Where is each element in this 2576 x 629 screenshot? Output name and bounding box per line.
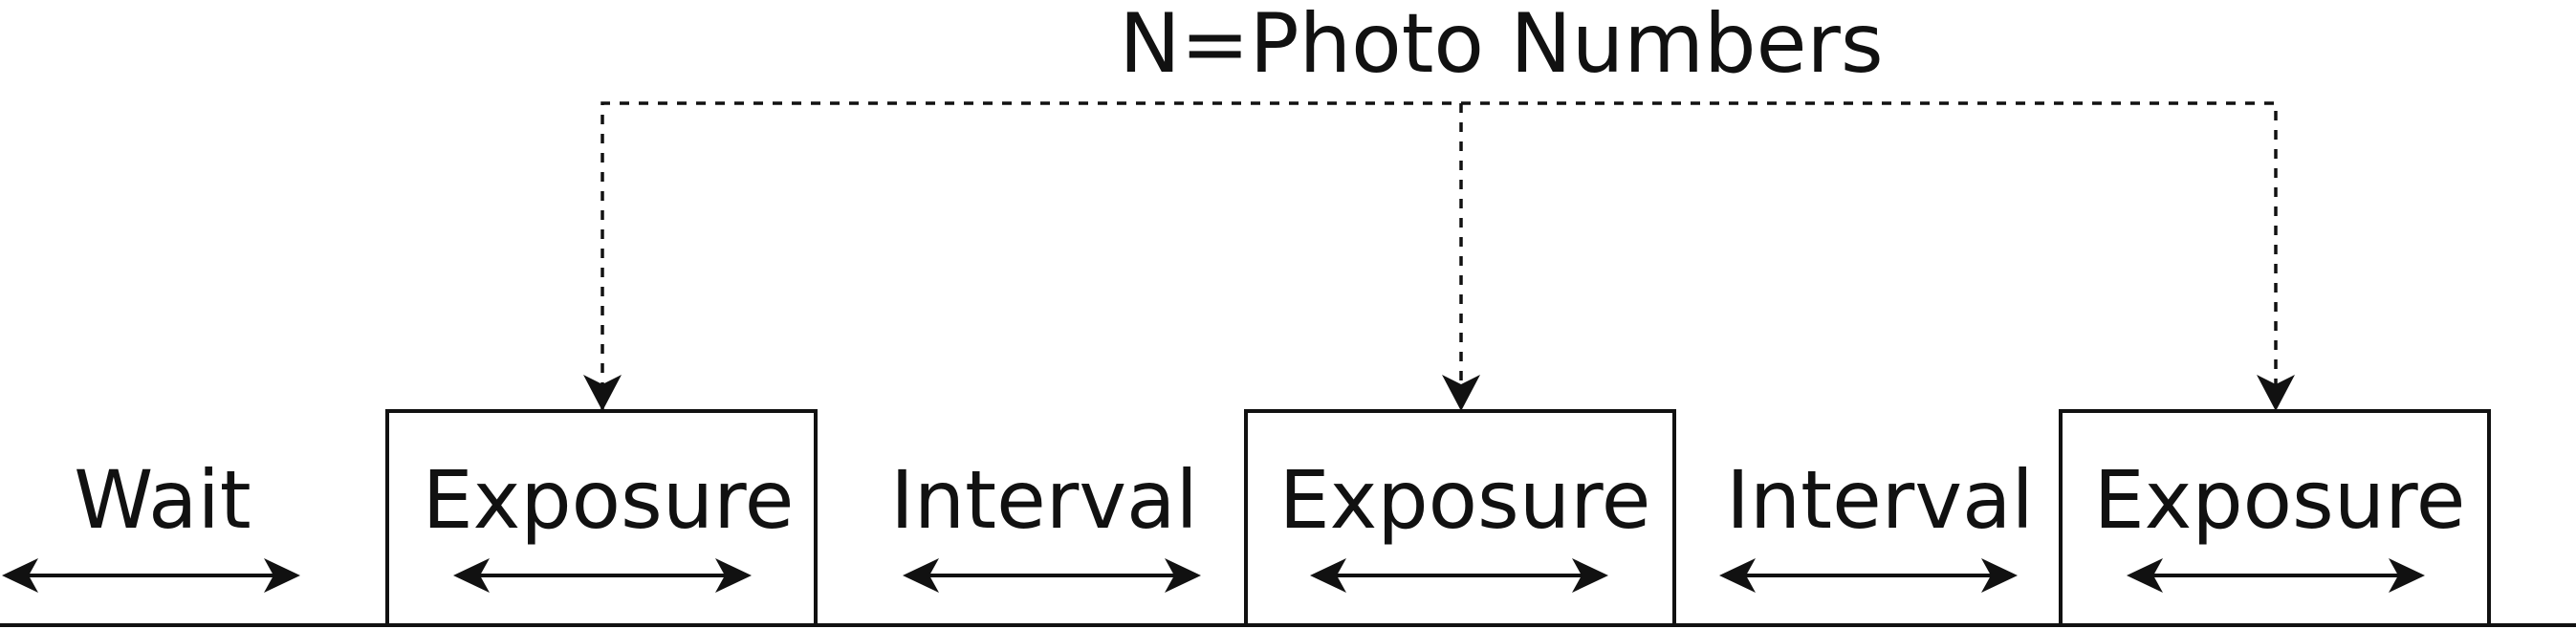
- segment-label-wait: Wait: [74, 453, 251, 547]
- arrowhead-exposure-1-left: [453, 558, 490, 593]
- dashed-arrowhead-3: [2257, 375, 2295, 411]
- segment-label-interval-2: Interval: [1726, 453, 2034, 547]
- arrowhead-exposure-3-right: [2389, 558, 2425, 593]
- segment-label-exposure-3: Exposure: [2094, 453, 2466, 547]
- duration-arrow-exposure-3: [2127, 558, 2425, 593]
- arrowhead-interval-1-right: [1165, 558, 1201, 593]
- duration-arrow-wait: [2, 558, 300, 593]
- exposure-box-1: [385, 409, 818, 627]
- duration-arrow-interval-2: [1719, 558, 2018, 593]
- duration-arrow-exposure-1: [453, 558, 752, 593]
- exposure-box-3: [2059, 409, 2491, 627]
- arrowhead-interval-1-left: [903, 558, 939, 593]
- duration-arrow-exposure-2: [1310, 558, 1608, 593]
- arrowhead-wait-left: [2, 558, 38, 593]
- arrowhead-exposure-1-right: [715, 558, 752, 593]
- segment-label-exposure-2: Exposure: [1279, 453, 1651, 547]
- segment-label-interval-1: Interval: [890, 453, 1198, 547]
- dashed-bracket-top: [600, 101, 2278, 411]
- segment-label-exposure-1: Exposure: [423, 453, 795, 547]
- arrowhead-exposure-2-right: [1572, 558, 1608, 593]
- arrowhead-wait-right: [264, 558, 300, 593]
- dashed-arrowhead-2: [1442, 375, 1480, 411]
- diagram-title: N=Photo Numbers: [1119, 0, 1883, 92]
- dashed-arrowhead-1: [583, 375, 622, 411]
- arrowhead-exposure-3-left: [2127, 558, 2163, 593]
- dashed-connector: [583, 101, 2295, 411]
- duration-arrows: [2, 558, 2425, 593]
- arrowhead-interval-2-left: [1719, 558, 1756, 593]
- arrowhead-interval-2-right: [1981, 558, 2018, 593]
- duration-arrow-interval-1: [903, 558, 1201, 593]
- exposure-box-2: [1244, 409, 1676, 627]
- arrowhead-exposure-2-left: [1310, 558, 1346, 593]
